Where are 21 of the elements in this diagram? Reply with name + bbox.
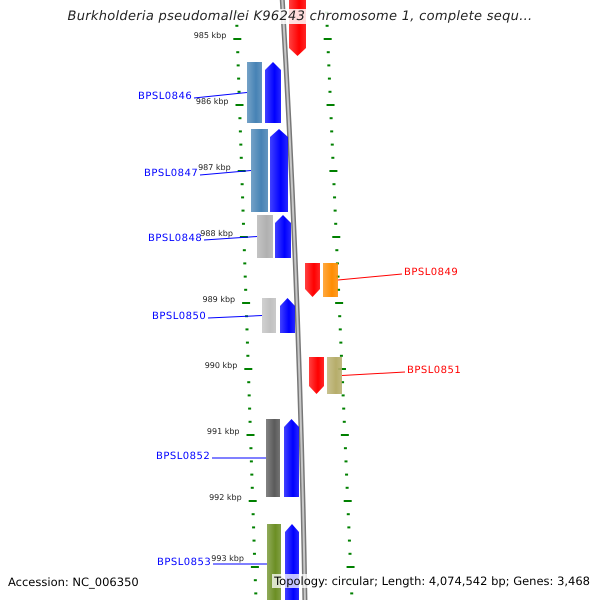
leader-line [338,274,402,280]
gene-label: BPSL0850 [152,311,206,323]
genome-info-text: Topology: circular; Length: 4,074,542 bp; Genes: 3,468 [272,574,592,588]
gene-label: BPSL0849 [404,267,458,279]
leader-line [200,170,252,176]
scale-label: 989 kbp [202,295,236,305]
leader-line [204,236,258,240]
gene-label: BPSL0846 [138,91,192,103]
scale-label: 988 kbp [200,229,233,238]
leader-line [342,372,406,376]
scale-label: 990 kbp [204,361,238,371]
gene-label: BPSL0848 [148,233,202,245]
gene-label: BPSL0852 [156,451,210,463]
gene-label: BPSL0853 [157,557,212,569]
gene-label: BPSL0847 [144,168,198,180]
scale-label: 992 kbp [209,493,242,503]
gene-label: BPSL0851 [407,365,462,377]
scale-label: 986 kbp [196,97,228,107]
leader-line [208,315,262,318]
leader-line [194,92,248,98]
accession-text: Accession: NC_006350 [8,575,139,589]
